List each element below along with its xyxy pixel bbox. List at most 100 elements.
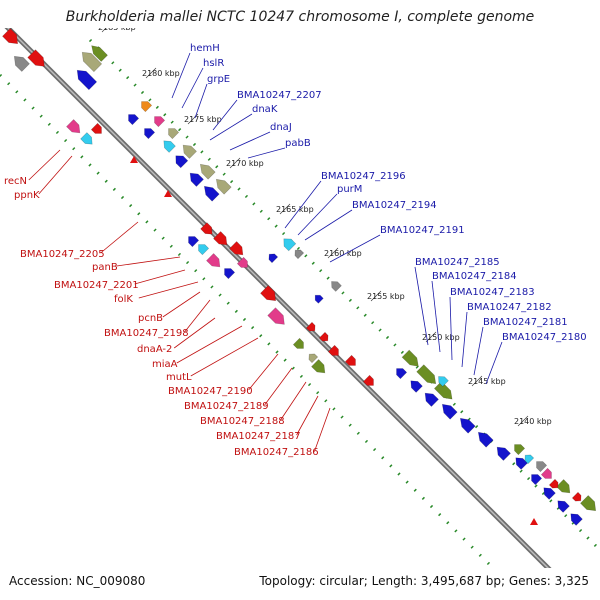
tick-label: 2160 kbp: [324, 249, 362, 258]
gene-label-plus: BMA10247_2180: [502, 332, 587, 343]
gene-feature-10: [168, 128, 180, 140]
leader-line: [414, 266, 429, 346]
gene-label-minus: miaA: [152, 359, 178, 370]
tick-mark: [279, 203, 291, 215]
gene-label-minus: dnaA-2: [137, 344, 172, 355]
gene-feature-5: [76, 69, 98, 91]
tick-label: 2180 kbp: [142, 69, 180, 78]
leader-line: [296, 395, 319, 436]
leader-line: [194, 83, 208, 119]
gene-label-plus: BMA10247_2182: [467, 302, 552, 313]
leader-line: [181, 67, 204, 109]
gene-feature-0: [2, 28, 19, 45]
gene-feature-46: [433, 380, 453, 400]
gene-label-plus: BMA10247_2181: [483, 317, 568, 328]
tick-mark: [327, 247, 339, 259]
gene-feature-8: [154, 116, 166, 128]
leader-line: [304, 209, 353, 241]
gene-label-plus: BMA10247_2183: [450, 287, 535, 298]
gene-feature-66: [548, 478, 559, 489]
gene-feature-50: [424, 392, 439, 407]
tick-label: 2140 kbp: [514, 417, 552, 426]
gene-feature-23: [229, 241, 244, 256]
tick-label: 2170 kbp: [226, 159, 264, 168]
leader-line: [248, 353, 279, 391]
leader-line: [297, 193, 338, 236]
gene-label-plus: BMA10247_2194: [352, 200, 437, 211]
gene-feature-44: [401, 349, 419, 367]
gene-label-minus: BMA10247_2189: [184, 401, 269, 412]
gene-feature-6: [141, 101, 153, 113]
gene-feature-17: [203, 185, 220, 202]
gene-feature-58: [536, 461, 548, 473]
gene-feature-37: [318, 331, 329, 342]
leader-line: [184, 299, 211, 333]
gene-feature-26: [206, 253, 221, 268]
gene-label-minus: BMA10247_2187: [216, 431, 301, 442]
gene-feature-60: [556, 479, 571, 494]
gene-label-minus: pcnB: [138, 313, 163, 324]
gene-feature-28: [236, 256, 248, 268]
gene-feature-67: [571, 491, 582, 502]
gene-label-minus: BMA10247_2201: [54, 280, 139, 291]
gene-label-plus: BMA10247_2207: [237, 90, 322, 101]
tick-mark: [471, 375, 483, 387]
leader-line: [162, 291, 201, 318]
gene-label-plus: BMA10247_2185: [415, 257, 500, 268]
leader-line: [171, 52, 191, 99]
gene-feature-18: [66, 119, 81, 134]
gene-feature-38: [292, 337, 304, 349]
gene-feature-49: [410, 380, 423, 393]
tick-label: 2155 kbp: [367, 292, 405, 301]
gene-feature-12: [182, 144, 197, 159]
gene-feature-43: [362, 374, 374, 386]
tick-mark: [425, 331, 437, 343]
gene-feature-39: [308, 353, 319, 364]
leader-line: [209, 113, 253, 141]
gene-feature-59: [540, 467, 552, 479]
tick-mark: [229, 157, 241, 169]
tick-mark: [517, 415, 529, 427]
gene-label-plus: hemH: [190, 43, 220, 54]
gene-label-minus: BMA10247_2198: [104, 328, 189, 339]
gene-feature-11: [163, 140, 176, 153]
tick-label: 2165 kbp: [276, 205, 314, 214]
feature-marker: [164, 190, 172, 197]
leader-line: [176, 325, 243, 364]
gene-label-plus: grpE: [207, 74, 230, 85]
gene-feature-16: [215, 178, 232, 195]
gene-feature-31: [283, 238, 297, 252]
tick-label: 2150 kbp: [422, 333, 460, 342]
gene-label-minus: BMA10247_2186: [234, 447, 319, 458]
leader-line: [100, 221, 139, 254]
tick-mark: [101, 28, 107, 33]
gene-feature-57: [524, 454, 535, 465]
gene-feature-2: [13, 55, 30, 72]
gene-label-plus: dnaJ: [270, 122, 292, 133]
gene-label-plus: BMA10247_2184: [432, 271, 517, 282]
tick-label: 2175 kbp: [184, 115, 222, 124]
gene-feature-20: [90, 122, 102, 134]
gene-feature-34: [331, 281, 342, 292]
gene-feature-14: [199, 163, 216, 180]
gene-feature-56: [514, 444, 526, 456]
leader-line: [284, 180, 322, 229]
gene-feature-36: [305, 321, 316, 332]
leader-line: [247, 147, 286, 159]
leader-line: [229, 131, 271, 151]
gene-feature-7: [128, 114, 140, 126]
gene-feature-4: [91, 45, 108, 62]
gene-label-minus: recN: [4, 176, 27, 187]
gene-label-minus: folK: [114, 294, 133, 305]
leader-line: [116, 256, 181, 267]
leader-line: [28, 149, 61, 181]
gene-feature-1: [27, 49, 45, 67]
gene-feature-45: [416, 364, 437, 385]
gene-feature-25: [198, 244, 210, 256]
gene-feature-13: [175, 155, 189, 169]
gene-feature-32: [294, 249, 305, 260]
gene-feature-9: [144, 128, 156, 140]
gene-feature-24: [188, 236, 200, 248]
